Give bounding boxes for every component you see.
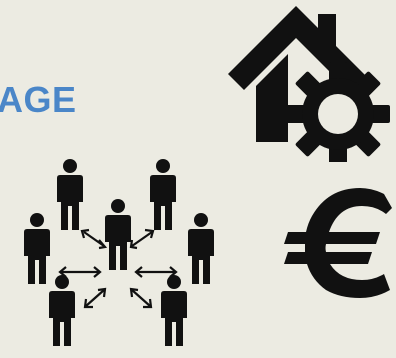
euro-icon (284, 188, 392, 298)
people-network-icon (24, 159, 214, 346)
slide-heading: AGE (0, 79, 77, 120)
house-gear-icon (228, 6, 390, 162)
